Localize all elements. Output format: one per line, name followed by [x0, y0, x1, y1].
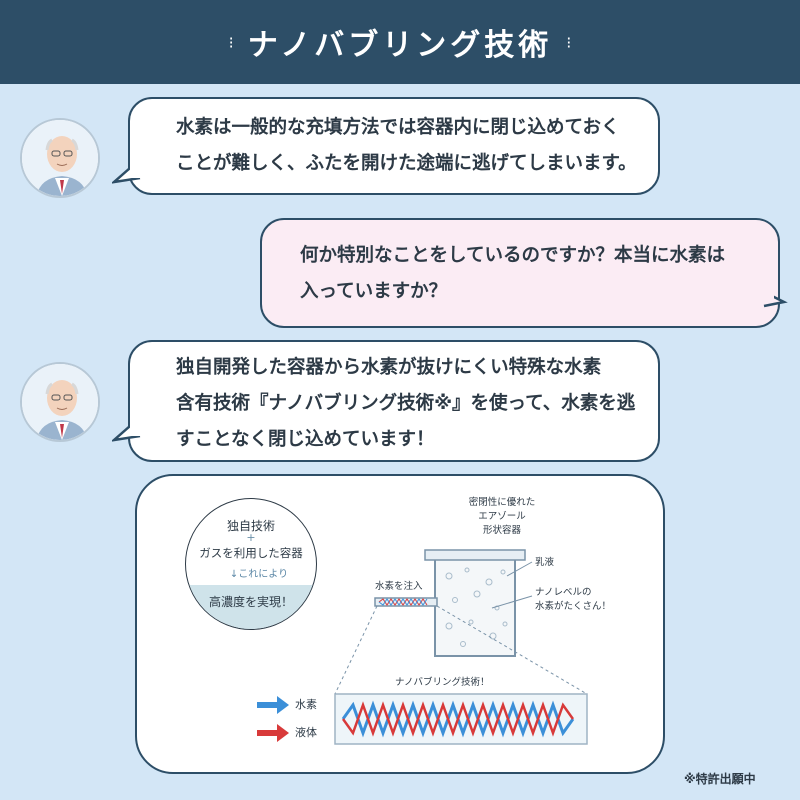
chat-bubble-doctor-2: 独自開発した容器から水素が抜けにくい特殊な水素 含有技術『ナノバブリング技術※』… [128, 340, 660, 462]
circle-result: 高濃度を実現！ [208, 595, 293, 609]
circle-line-1: 独自技術 [226, 519, 275, 533]
circle-line-2: ガスを利用した容器 [199, 546, 303, 560]
chat-line: すことなく閉じ込めています！ [176, 429, 435, 450]
chat-line: ことが難しく、ふたを開けた途端に逃げてしまいます。 [176, 153, 637, 174]
legend-hydrogen: 水素 [295, 698, 317, 711]
patent-footnote: ※特許出願中 [684, 772, 756, 786]
tech-label: ナノバブリング技術！ [395, 677, 490, 688]
deco-mark-left: ⁝ [228, 32, 234, 52]
bubble-tail [112, 424, 142, 442]
inject-label: 水素を注入 [375, 581, 423, 592]
technology-summary-circle: 独自技術 + ガスを利用した容器 ↓これにより 高濃度を実現！ [185, 498, 317, 630]
container-label-line: エアゾール [478, 511, 526, 522]
chat-bubble-user: 何か特別なことをしているのですか？本当に水素は 入っていますか？ [260, 218, 780, 328]
circle-plus: + [246, 531, 256, 544]
result-band [186, 585, 316, 629]
page-header: ⁝ ナノバブリング技術 ⁝ [0, 0, 800, 84]
container-label-line: 密閉性に優れた [468, 497, 536, 508]
nano-label-line: ナノレベルの [535, 587, 592, 598]
bubble-tail [112, 166, 142, 184]
container-label: 密閉性に優れた エアゾール 形状容器 [457, 496, 547, 538]
deco-mark-right: ⁝ [566, 32, 572, 52]
chat-bubble-doctor-1: 水素は一般的な充填方法では容器内に閉じ込めておく ことが難しく、ふたを開けた途端… [128, 97, 660, 195]
bubble-tail [760, 290, 788, 308]
emulsion-label: 乳液 [535, 557, 555, 568]
chat-line: 何か特別なことをしているのですか？本当に水素は [300, 245, 725, 266]
page-title: ナノバブリング技術 [247, 28, 553, 63]
nano-label: ナノレベルの 水素がたくさん！ [535, 586, 611, 614]
nano-label-line: 水素がたくさん！ [535, 601, 612, 612]
chat-line: 独自開発した容器から水素が抜けにくい特殊な水素 [176, 357, 602, 378]
diagram-illustration [257, 549, 588, 745]
chat-line: 水素は一般的な充填方法では容器内に閉じ込めておく [176, 117, 620, 138]
legend-liquid: 液体 [295, 726, 317, 739]
doctor-avatar [20, 118, 100, 198]
circle-arrow-note: ↓これにより [229, 569, 289, 580]
doctor-avatar [20, 362, 100, 442]
chat-line: 含有技術『ナノバブリング技術※』を使って、水素を逃 [176, 393, 636, 414]
nanobubbling-diagram: 独自技術 + ガスを利用した容器 ↓これにより 高濃度を実現！ [135, 474, 665, 774]
chat-line: 入っていますか？ [300, 281, 448, 302]
container-label-line: 形状容器 [482, 525, 521, 536]
